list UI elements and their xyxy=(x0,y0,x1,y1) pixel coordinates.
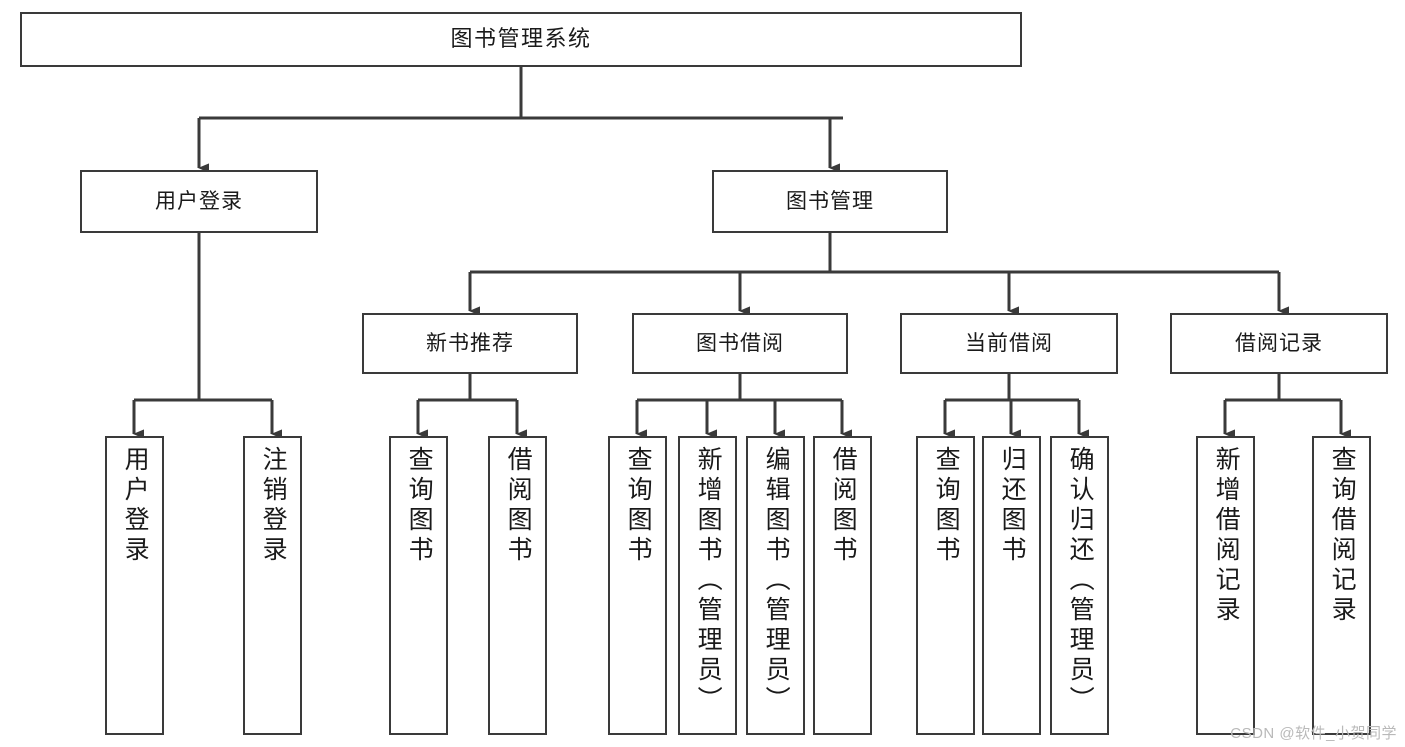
leaf-query-book-borrow[interactable]: 查询图书 xyxy=(608,436,667,735)
node-label: 借阅记录 xyxy=(1235,331,1323,355)
node-label: 借阅图书 xyxy=(504,446,533,566)
node-label: 注销登录 xyxy=(259,446,288,566)
leaf-logout[interactable]: 注销登录 xyxy=(243,436,302,735)
node-label: 编辑图书（管理员） xyxy=(762,446,791,716)
node-root-book-management-system[interactable]: 图书管理系统 xyxy=(20,12,1022,67)
node-label: 新增图书（管理员） xyxy=(694,446,723,716)
node-book-management[interactable]: 图书管理 xyxy=(712,170,948,233)
node-label: 查询借阅记录 xyxy=(1328,446,1357,626)
node-user-login[interactable]: 用户登录 xyxy=(80,170,318,233)
node-label: 新书推荐 xyxy=(426,331,514,355)
node-label: 查询图书 xyxy=(624,446,653,566)
leaf-borrow-book[interactable]: 借阅图书 xyxy=(813,436,872,735)
node-borrow-record[interactable]: 借阅记录 xyxy=(1170,313,1388,374)
node-label: 用户登录 xyxy=(121,446,150,566)
node-label: 新增借阅记录 xyxy=(1212,446,1241,626)
node-label: 归还图书 xyxy=(998,446,1027,566)
node-book-borrow[interactable]: 图书借阅 xyxy=(632,313,848,374)
leaf-user-login[interactable]: 用户登录 xyxy=(105,436,164,735)
leaf-confirm-return-admin[interactable]: 确认归还（管理员） xyxy=(1050,436,1109,735)
node-new-book-recommend[interactable]: 新书推荐 xyxy=(362,313,578,374)
node-label: 查询图书 xyxy=(405,446,434,566)
leaf-query-borrow-record[interactable]: 查询借阅记录 xyxy=(1312,436,1371,735)
leaf-add-book-admin[interactable]: 新增图书（管理员） xyxy=(678,436,737,735)
leaf-query-book-new[interactable]: 查询图书 xyxy=(389,436,448,735)
leaf-borrow-book-new[interactable]: 借阅图书 xyxy=(488,436,547,735)
node-label: 当前借阅 xyxy=(965,331,1053,355)
node-label: 借阅图书 xyxy=(829,446,858,566)
node-label: 图书借阅 xyxy=(696,331,784,355)
node-label: 用户登录 xyxy=(155,189,243,213)
leaf-edit-book-admin[interactable]: 编辑图书（管理员） xyxy=(746,436,805,735)
node-label: 确认归还（管理员） xyxy=(1066,446,1095,716)
node-label: 图书管理系统 xyxy=(450,26,592,52)
leaf-add-borrow-record[interactable]: 新增借阅记录 xyxy=(1196,436,1255,735)
node-current-borrow[interactable]: 当前借阅 xyxy=(900,313,1118,374)
leaf-return-book[interactable]: 归还图书 xyxy=(982,436,1041,735)
node-label: 查询图书 xyxy=(932,446,961,566)
leaf-query-book-current[interactable]: 查询图书 xyxy=(916,436,975,735)
node-label: 图书管理 xyxy=(786,189,874,213)
